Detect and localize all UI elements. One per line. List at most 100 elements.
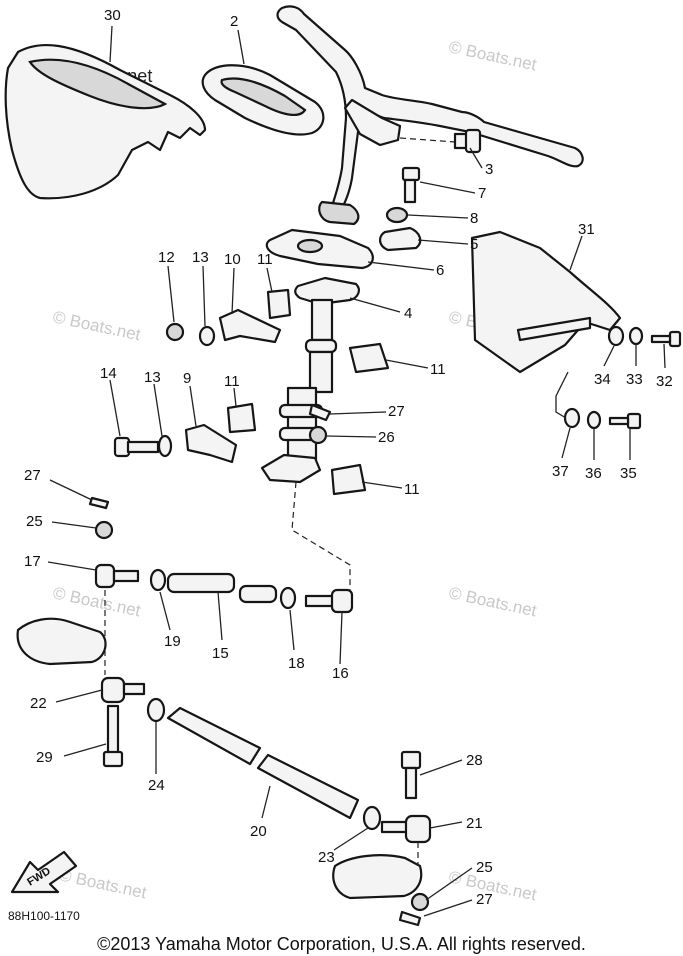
part-11-bushing [348,342,390,374]
part-11-bushing [330,463,367,496]
callout-31: 31 [578,221,595,238]
callout-14: 14 [100,365,117,382]
callout-11: 11 [404,481,420,498]
part-32-bolt [650,330,682,348]
part-8-nut [385,206,409,224]
callout-10: 10 [224,251,241,268]
callout-28: 28 [466,752,483,769]
leader-lines [47,25,666,917]
callout-8: 8 [470,210,478,227]
callout-16: 16 [332,665,349,682]
part-19-washer [149,568,167,592]
part-4-steering-column [260,276,360,484]
callout-22: 22 [30,695,47,712]
callout-26: 26 [378,429,395,446]
part-25-nut [94,520,114,540]
part-24-washer [146,697,166,723]
callout-34: 34 [594,371,611,388]
callout-20: 20 [250,823,267,840]
watermark: © Boats.net [447,867,538,904]
part-30-cover [4,43,207,200]
watermark: © Boats.net [57,865,148,902]
part-14-bolt [113,436,160,458]
part-27-pin [398,910,422,927]
part-11-bushing [266,288,292,320]
watermark: © Boats.net [51,307,142,344]
watermark: © Boats.net [447,583,538,620]
part-31-bracket [470,230,622,374]
part-22-rod-end [100,676,146,704]
part-33-washer [628,326,644,346]
part-28-bolt [400,750,422,800]
callout-15: 15 [212,645,229,662]
part-6-holder [265,228,374,270]
callout-29: 29 [36,749,53,766]
watermark: © Boats.net [447,37,538,74]
callout-11: 11 [224,373,240,390]
part-21-rod-end [380,814,432,844]
part-9-bracket [184,423,238,464]
callout-9: 9 [183,370,191,387]
callout-3: 3 [485,161,493,178]
drawing-code: 88H100-1170 [8,909,80,923]
callout-17: 17 [24,553,41,570]
part-23-washer [362,805,382,831]
callout-11: 11 [257,251,273,268]
callout-27: 27 [476,891,493,908]
fwd-arrow-icon: FWD [10,850,78,894]
part-35-bolt [608,412,642,430]
callout-35: 35 [620,465,637,482]
callout-18: 18 [288,655,305,672]
callout-2: 2 [230,13,238,30]
callout-11: 11 [430,361,446,378]
part-13-washer [157,434,173,458]
callout-37: 37 [552,463,569,480]
callout-21: 21 [466,815,483,832]
part-15-tube [238,584,278,604]
callout-6: 6 [436,262,444,279]
watermark: © Boats.net [51,583,142,620]
part-handlebar [276,5,584,226]
part-27-pin [88,496,110,510]
callout-4: 4 [404,305,412,322]
callout-23: 23 [318,849,335,866]
part-34-washer [607,325,625,347]
part-36-washer [586,410,602,430]
callout-24: 24 [148,777,165,794]
part-20-tube [166,706,360,820]
part-17-rod-end [94,563,140,589]
callout-27: 27 [24,467,41,484]
callout-7: 7 [478,185,486,202]
part-15-tube [166,572,236,594]
callout-12: 12 [158,249,175,266]
part-29-bolt [102,704,124,768]
part-5-clamp [379,226,422,252]
callout-27: 27 [388,403,405,420]
part-2-grip-pad [201,64,325,136]
callout-13: 13 [192,249,209,266]
callout-labels: 30 2 3 7 8 5 6 4 31 12 13 10 11 11 14 13… [24,7,673,908]
callout-36: 36 [585,465,602,482]
callout-13: 13 [144,369,161,386]
part-37-washer [563,407,581,429]
callout-25: 25 [26,513,43,530]
callout-5: 5 [470,236,478,253]
part-10-bracket [218,308,282,344]
part-13-washer [198,325,216,347]
copyright-notice: ©2013 Yamaha Motor Corporation, U.S.A. A… [97,934,586,954]
callout-30: 30 [104,7,121,24]
part-12-nut [165,322,185,342]
part-16-rod-end [304,588,354,614]
part-3-bolt [399,128,482,154]
part-18-washer [279,586,297,610]
part-11-bushing [226,402,257,434]
part-25-nut [410,892,430,912]
part-26-nut [308,425,328,445]
part-27-pin [308,403,332,422]
callout-33: 33 [626,371,643,388]
callout-19: 19 [164,633,181,650]
callout-32: 32 [656,373,673,390]
part-7-bolt [401,166,421,204]
callout-25: 25 [476,859,493,876]
